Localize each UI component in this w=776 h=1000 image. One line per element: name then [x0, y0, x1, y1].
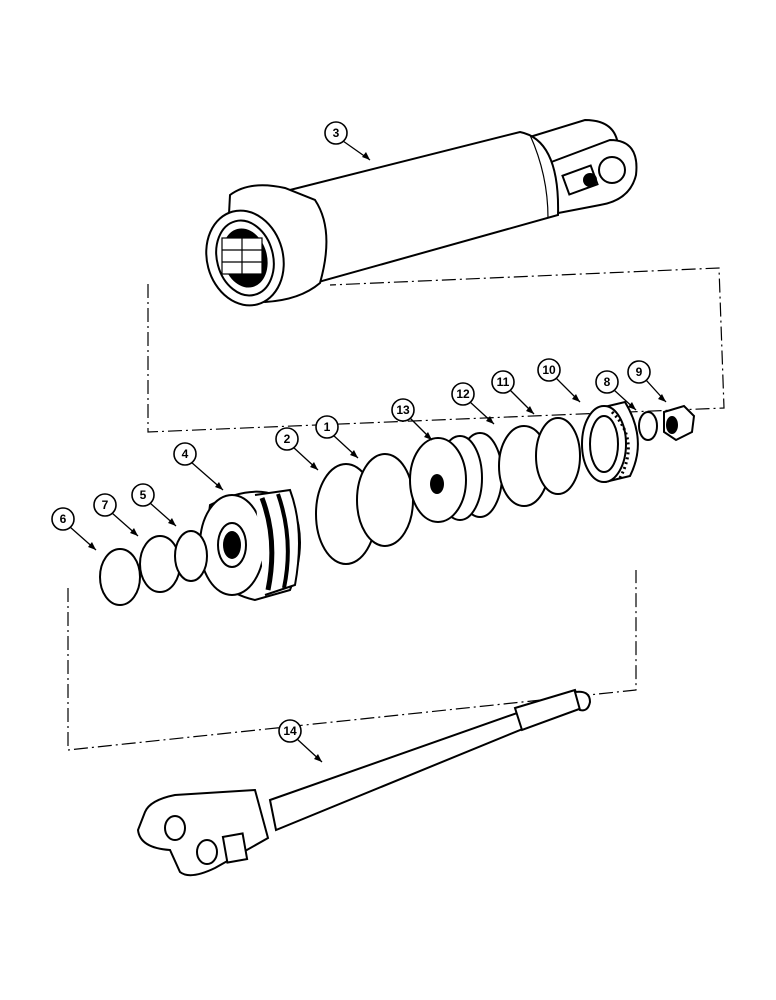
alignment-lines	[67, 267, 725, 751]
seal-rings-right	[498, 417, 581, 507]
callout-1: 1	[315, 415, 359, 459]
piston-rod	[136, 688, 592, 877]
callout-11: 11	[491, 370, 535, 415]
svg-text:14: 14	[283, 724, 297, 738]
svg-text:11: 11	[497, 375, 510, 389]
callout-5: 5	[131, 483, 177, 527]
piston-gland	[199, 488, 301, 602]
callout-3: 3	[324, 121, 371, 161]
svg-text:5: 5	[140, 488, 147, 502]
svg-text:6: 6	[60, 512, 67, 526]
svg-text:2: 2	[284, 432, 291, 446]
bushing	[581, 400, 639, 483]
callout-13: 13	[391, 398, 433, 441]
callouts: 3 4 2 1 13	[51, 121, 667, 763]
svg-text:1: 1	[324, 420, 331, 434]
callout-8: 8	[595, 370, 637, 411]
callout-7: 7	[93, 493, 139, 537]
callout-12: 12	[451, 382, 495, 425]
callout-14: 14	[278, 719, 323, 763]
seal-rings-center	[315, 453, 414, 565]
svg-text:7: 7	[102, 498, 109, 512]
svg-text:10: 10	[542, 363, 556, 377]
svg-text:3: 3	[333, 126, 340, 140]
svg-text:9: 9	[636, 365, 643, 379]
seal-rings-left	[99, 530, 208, 606]
callout-10: 10	[537, 358, 581, 403]
svg-text:13: 13	[396, 403, 410, 417]
washer-and-nut	[638, 404, 696, 442]
svg-text:4: 4	[182, 447, 189, 461]
callout-6: 6	[51, 507, 97, 551]
piston	[409, 432, 503, 523]
cylinder-barrel	[205, 118, 638, 307]
callout-4: 4	[173, 442, 224, 491]
svg-text:8: 8	[604, 375, 611, 389]
callout-2: 2	[275, 427, 319, 471]
callout-9: 9	[627, 360, 667, 403]
svg-text:12: 12	[456, 387, 470, 401]
